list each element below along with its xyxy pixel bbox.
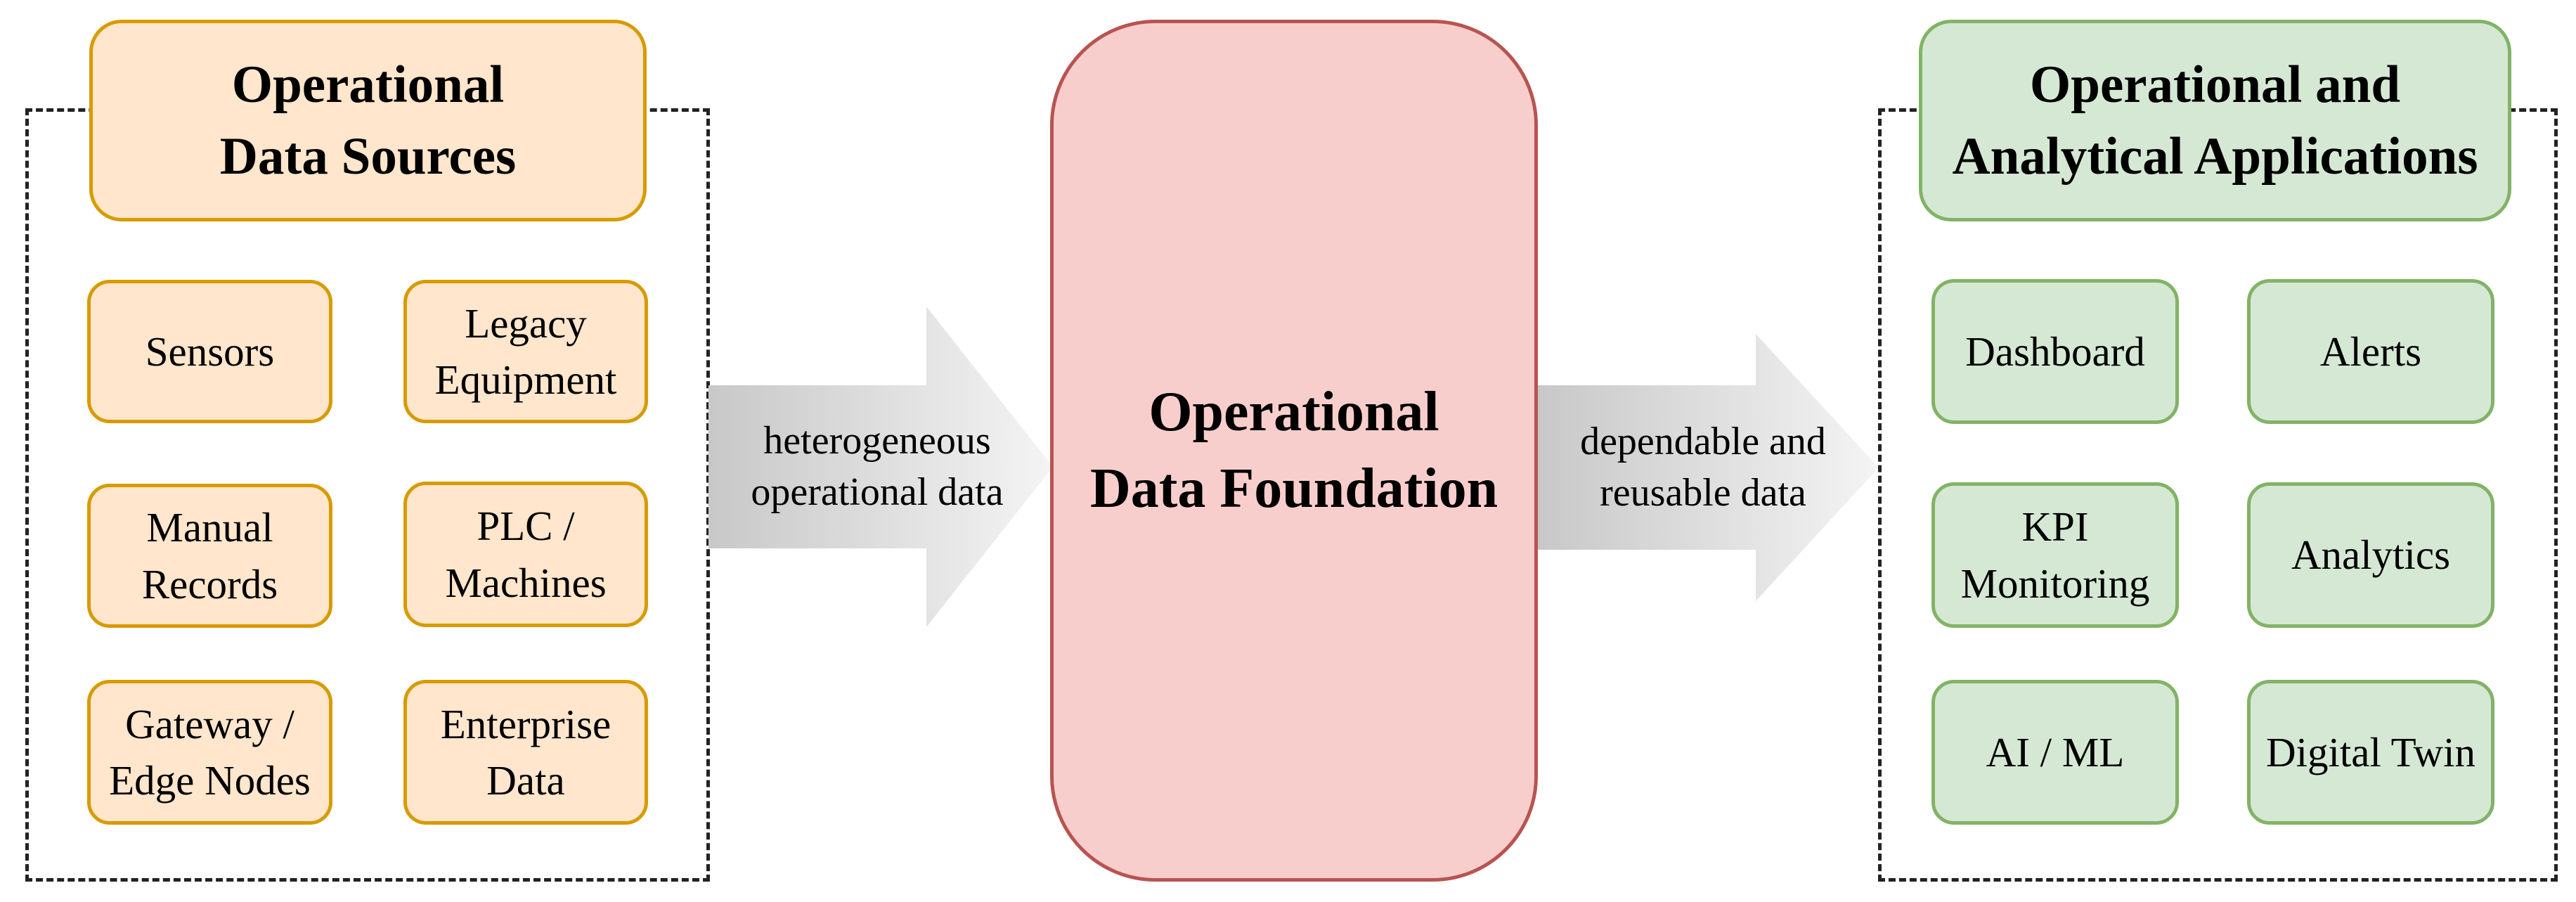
source-item-manual-records: Manual Records <box>87 484 332 628</box>
app-item-dashboard: Dashboard <box>1931 279 2179 424</box>
right-flow-arrow <box>1538 334 1879 601</box>
applications-title: Operational and Analytical Applications <box>1952 55 2478 186</box>
app-item-analytics: Analytics <box>2247 482 2494 628</box>
source-item-legacy-equipment: Legacy Equipment <box>403 280 648 423</box>
app-item-kpi-monitoring: KPI Monitoring <box>1931 482 2179 628</box>
source-item-sensors: Sensors <box>87 280 332 423</box>
applications-header: Operational and Analytical Applications <box>1919 20 2511 221</box>
source-item-plc-machines: PLC / Machines <box>403 482 648 627</box>
right-arrow-shape <box>1538 334 1879 601</box>
app-item-alerts: Alerts <box>2247 279 2494 424</box>
sources-title: Operational Data Sources <box>219 55 517 186</box>
source-item-enterprise-data: Enterprise Data <box>403 680 648 825</box>
app-item-digital-twin: Digital Twin <box>2247 680 2494 825</box>
source-item-gateway-edge-nodes: Gateway / Edge Nodes <box>87 680 332 825</box>
left-arrow-label: heterogeneous operational data <box>751 419 1004 514</box>
right-arrow-label: dependable and reusable data <box>1580 420 1826 515</box>
foundation-box: Operational Data Foundation <box>1050 20 1538 882</box>
sources-header: Operational Data Sources <box>89 20 647 221</box>
app-item-ai-ml: AI / ML <box>1931 680 2179 825</box>
left-arrow-shape <box>708 307 1053 627</box>
foundation-title: Operational Data Foundation <box>1089 381 1499 520</box>
left-flow-arrow <box>708 307 1053 627</box>
